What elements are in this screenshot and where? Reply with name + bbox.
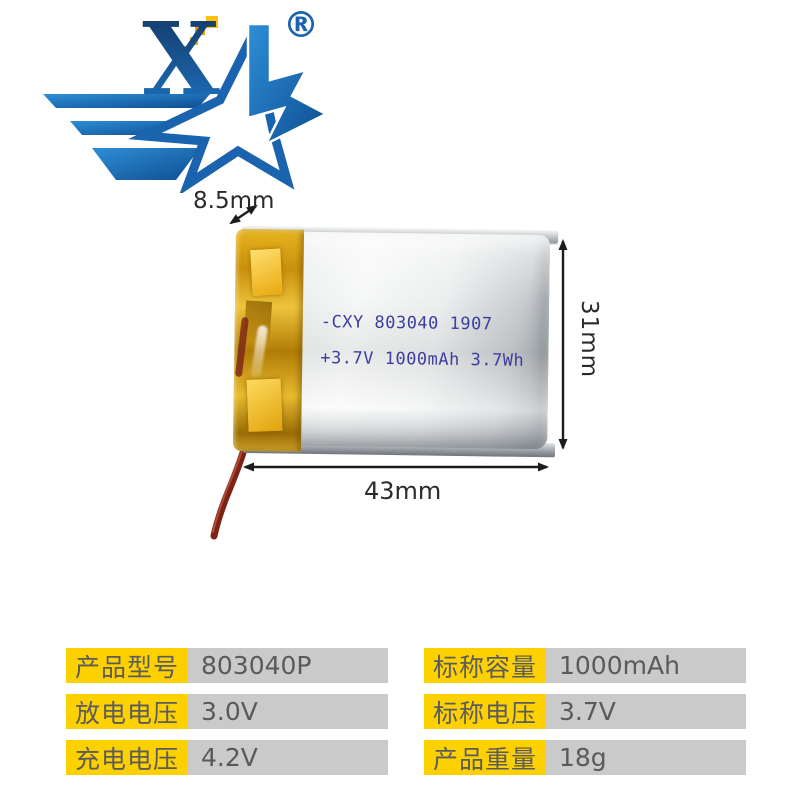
logo-graphic: X [43,8,329,193]
battery-print: -CXY 803040 1907 +3.7V 1000mAh 3.7Wh [320,312,525,371]
spec-value-cell: 803040P [188,648,388,683]
spec-value-cell: 4.2V [188,740,388,775]
pixel-squares-icon [178,16,218,57]
spec-label-cell: 放电电压 [66,694,188,729]
tape-wire-glimpse [234,316,249,378]
height-dimension-label: 31mm [576,300,602,379]
lightning-bolt-icon [246,22,329,147]
spec-table-right-column: 标称容量 1000mAh 标称电压 3.7V 产品重量 18g [424,648,746,775]
registered-trademark-icon: ® [283,5,319,46]
brand-logo: X ® [40,8,340,193]
spec-label-cell: 产品型号 [66,648,188,683]
tape-patch [246,378,283,432]
thickness-dimension-label: 8.5mm [193,188,275,214]
spec-row-capacity: 标称容量 1000mAh [424,648,746,683]
thickness-arrow [229,204,258,225]
spec-row-discharge-voltage: 放电电压 3.0V [66,694,388,729]
spec-table-left-column: 产品型号 803040P 放电电压 3.0V 充电电压 4.2V [66,648,388,775]
logo-letter: X [142,8,220,118]
spec-row-charge-voltage: 充电电压 4.2V [66,740,388,775]
spec-value-cell: 1000mAh [546,648,746,683]
battery-kapton-tape [232,228,305,452]
spec-value-cell: 3.0V [188,694,388,729]
spec-row-model: 产品型号 803040P [66,648,388,683]
spec-label-cell: 充电电压 [66,740,188,775]
tape-patch [250,248,283,297]
width-dimension-label: 43mm [364,477,442,505]
wing-stripes-icon [43,94,210,180]
battery-photo: -CXY 803040 1907 +3.7V 1000mAh 3.7Wh [232,224,559,460]
spec-row-nominal-voltage: 标称电压 3.7V [424,694,746,729]
battery-print-line2: +3.7V 1000mAh 3.7Wh [320,348,525,371]
spec-value-cell: 18g [546,740,746,775]
spec-label-cell: 产品重量 [424,740,546,775]
battery-print-line1: -CXY 803040 1907 [320,312,493,335]
spec-label-cell: 标称电压 [424,694,546,729]
spec-value-cell: 3.7V [546,694,746,729]
spec-row-weight: 产品重量 18g [424,740,746,775]
spec-label-cell: 标称容量 [424,648,546,683]
